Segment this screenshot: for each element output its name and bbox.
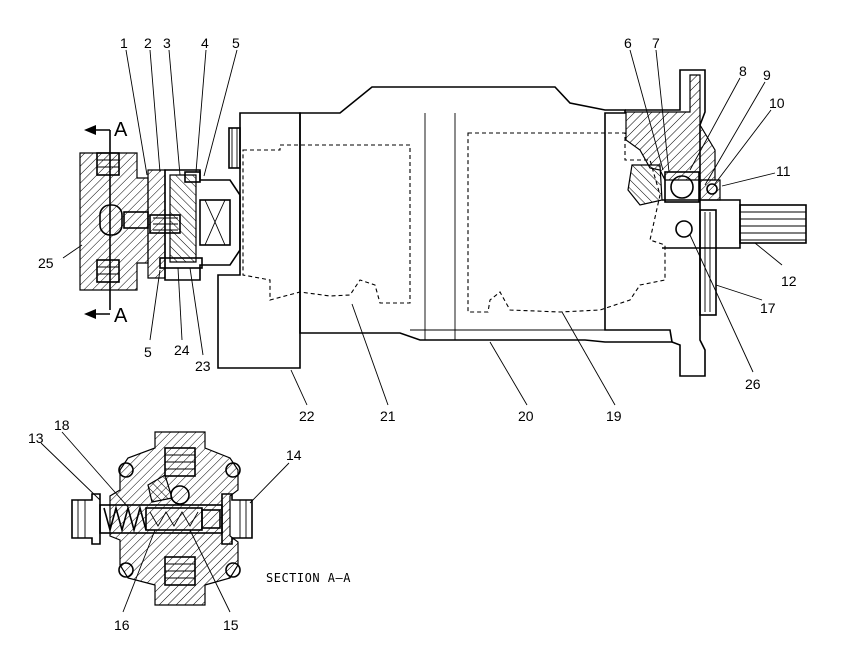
housing-outline	[299, 86, 673, 343]
callout-9: 9	[763, 67, 771, 83]
callout-5-bottom: 5	[144, 344, 152, 360]
callout-1: 1	[120, 35, 128, 51]
cap-bolt	[228, 127, 241, 169]
bolt-hole-br	[225, 562, 241, 578]
callout-5-top: 5	[232, 35, 240, 51]
plug-right	[221, 493, 253, 545]
spool-bore	[99, 504, 223, 534]
callout-19: 19	[606, 408, 622, 424]
bolt-hole-bl	[118, 562, 134, 578]
callout-12: 12	[781, 273, 797, 289]
callout-20: 20	[518, 408, 534, 424]
valve-port-bottom	[96, 259, 120, 283]
flange-hatched-section	[625, 74, 716, 181]
callout-26: 26	[745, 376, 761, 392]
gear-cavity-right	[467, 132, 666, 313]
gear-cavity-left	[242, 144, 411, 304]
spring	[103, 504, 147, 534]
plug-left	[71, 493, 101, 545]
leaders-main	[62, 49, 783, 406]
callout-24: 24	[174, 342, 190, 358]
callout-11: 11	[776, 163, 791, 179]
callout-6: 6	[624, 35, 632, 51]
spline	[739, 204, 807, 244]
callout-4: 4	[201, 35, 209, 51]
valve-block	[79, 152, 149, 291]
bolt-hole-tr	[225, 462, 241, 478]
callout-14: 14	[286, 447, 302, 463]
callout-17: 17	[760, 300, 776, 316]
callout-10: 10	[769, 95, 785, 111]
section-mark-bottom: A	[114, 305, 128, 327]
section-a-a-view	[71, 431, 253, 606]
ball	[675, 220, 693, 238]
bearing	[664, 171, 700, 203]
valve-body-section	[109, 431, 239, 606]
callout-18: 18	[54, 417, 70, 433]
callout-22: 22	[299, 408, 315, 424]
callout-13: 13	[28, 430, 44, 446]
end-cap-left	[217, 112, 301, 369]
callouts-main: 1 2 3 4 5 25 5 24 23 22 21 20 19 6 7 8 9…	[38, 35, 797, 424]
callout-7: 7	[652, 35, 660, 51]
output-shaft	[662, 199, 741, 249]
callout-21: 21	[380, 408, 396, 424]
callout-25: 25	[38, 255, 54, 271]
section-caption: SECTION A—A	[266, 571, 351, 585]
bolt-hole-tl	[118, 462, 134, 478]
section-mark-top: A	[114, 119, 128, 141]
callout-16: 16	[114, 617, 130, 633]
callout-2: 2	[144, 35, 152, 51]
callout-23: 23	[195, 358, 211, 374]
callout-15: 15	[223, 617, 239, 633]
leaders-section	[40, 431, 290, 613]
callout-8: 8	[739, 63, 747, 79]
rotor	[199, 199, 231, 246]
main-assembly: A A	[79, 69, 807, 377]
valve-port-top	[96, 152, 120, 176]
callout-3: 3	[163, 35, 171, 51]
callouts-section: 13 18 14 16 15	[28, 417, 302, 633]
seal-ring	[706, 183, 718, 195]
